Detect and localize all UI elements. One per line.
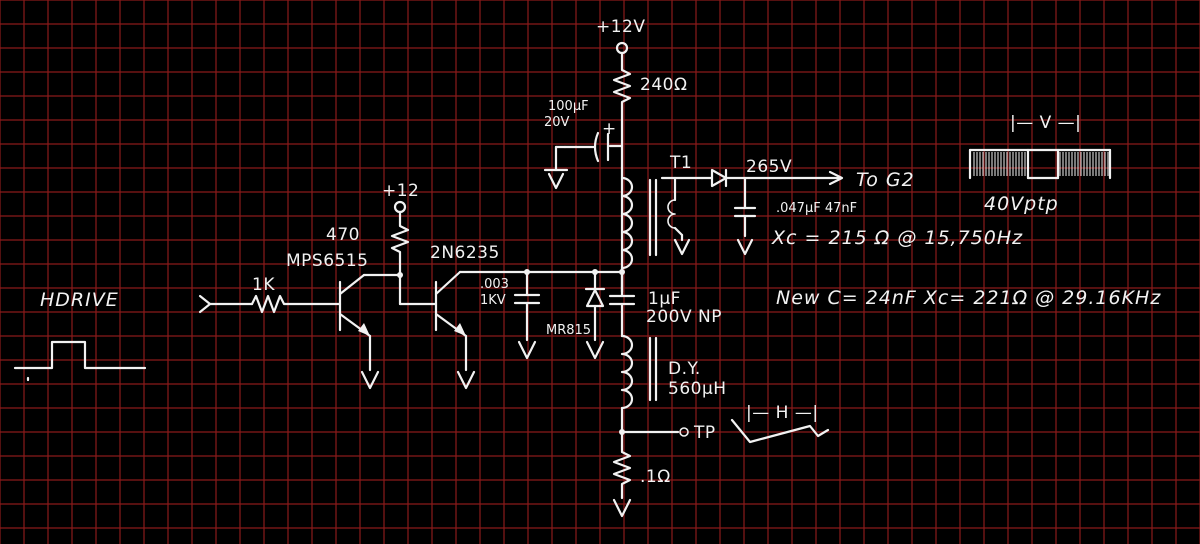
label-q2-part: 2N6235: [430, 243, 500, 263]
label-hv-output: To G2: [856, 169, 915, 191]
label-yoke-name: D.Y.: [668, 359, 701, 379]
label-diode-part: MR815: [546, 323, 591, 338]
label-cap-yoke-value: 1µF: [648, 289, 681, 309]
label-supply-driver: +12: [382, 181, 419, 201]
label-pulse-period: |— V —|: [1010, 113, 1081, 133]
capacitor-100uf: [543, 131, 624, 190]
label-cap-small-voltage: 1KV: [480, 293, 506, 308]
label-pulse-amplitude: 40Vptp: [984, 193, 1059, 215]
label-r-supply: 240Ω: [640, 75, 687, 95]
label-hv-cap: .047µF 47nF: [776, 201, 857, 216]
label-supply-top: +12V: [596, 17, 646, 37]
test-point: [619, 427, 689, 437]
label-r-driver: 470: [326, 225, 360, 245]
resistor-sense: [612, 444, 632, 500]
label-hv-voltage: 265V: [746, 157, 792, 177]
label-yoke-value: 560µH: [668, 379, 727, 399]
label-r-input: 1K: [252, 275, 275, 295]
hv-output: [673, 168, 844, 256]
tp-waveform: [730, 418, 830, 444]
label-cap-bypass-value: 100µF: [548, 99, 589, 114]
diode-mr815: [584, 270, 606, 360]
label-r-sense: .1Ω: [640, 467, 671, 487]
capacitor-003: [513, 270, 541, 360]
resistor-240: [612, 64, 632, 110]
ground-sense: [612, 498, 632, 518]
label-cap-yoke-rating: 200V NP: [646, 307, 722, 327]
transformer-t1: [620, 176, 691, 270]
label-xc-old: Xc = 215 Ω @ 15,750Hz: [771, 227, 1023, 249]
resistor-470: [390, 220, 410, 277]
deflection-yoke: [620, 334, 658, 448]
label-cap-small-value: .003: [480, 277, 509, 292]
label-transformer: T1: [669, 153, 692, 173]
label-new-c: New C= 24nF Xc= 221Ω @ 29.16KHz: [776, 287, 1161, 309]
input-arrow: [198, 294, 254, 314]
label-tp-period: |— H —|: [746, 403, 819, 423]
supply-12-driver: [393, 200, 407, 224]
hdrive-waveform: [13, 340, 147, 370]
transistor-q2: [434, 270, 476, 390]
label-cap-bypass-voltage: 20V: [544, 115, 570, 130]
transistor-q1: [338, 273, 402, 390]
resistor-1k: [250, 294, 342, 314]
supply-12v: [615, 41, 629, 68]
label-test-point: TP: [693, 423, 716, 443]
pulse-waveform: [968, 148, 1112, 180]
label-input: HDRIVE: [40, 289, 119, 311]
label-cap-bypass-polarity: +: [602, 119, 617, 139]
label-q1-part: MPS6515: [286, 251, 368, 271]
capacitor-1uf: [608, 270, 636, 338]
